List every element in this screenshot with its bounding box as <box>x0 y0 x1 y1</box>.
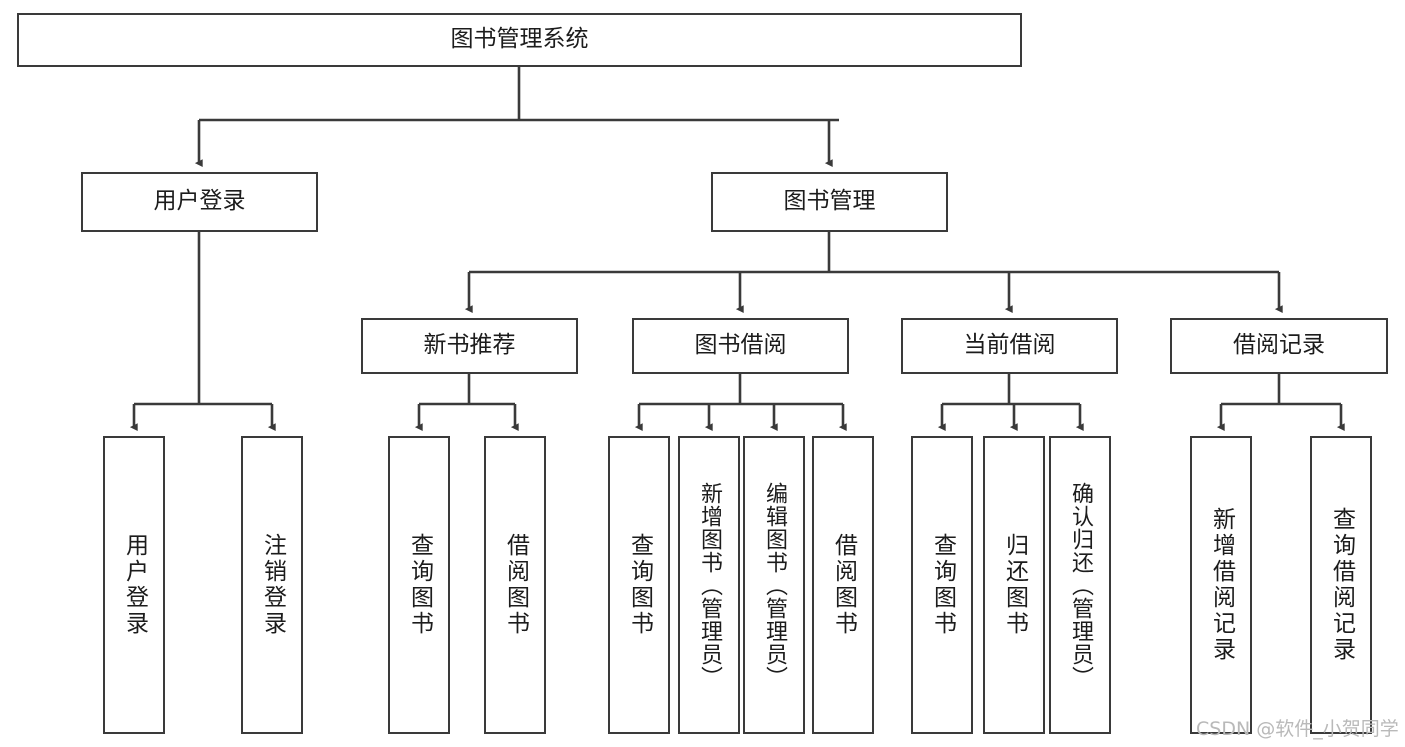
leaf-edit-book[interactable]: 编辑图书（管理员） <box>743 436 805 734</box>
leaf-query-book-rec-label: 查询图书 <box>406 533 433 637</box>
node-root[interactable]: 图书管理系统 <box>17 13 1022 67</box>
leaf-query-book-borrow[interactable]: 查询图书 <box>608 436 670 734</box>
node-borrow-record-label: 借阅记录 <box>1233 332 1325 359</box>
leaf-query-book-borrow-label: 查询图书 <box>626 533 653 637</box>
node-user-login[interactable]: 用户登录 <box>81 172 318 232</box>
leaf-logout-label: 注销登录 <box>259 533 286 637</box>
leaf-return-book-label: 归还图书 <box>1001 533 1028 637</box>
leaf-logout[interactable]: 注销登录 <box>241 436 303 734</box>
node-user-login-label: 用户登录 <box>153 188 246 215</box>
node-root-label: 图书管理系统 <box>450 26 589 53</box>
leaf-borrow-book-rec-label: 借阅图书 <box>502 533 529 637</box>
leaf-query-record[interactable]: 查询借阅记录 <box>1310 436 1372 734</box>
leaf-edit-book-label: 编辑图书（管理员） <box>762 481 787 689</box>
node-book-borrow-label: 图书借阅 <box>694 332 787 359</box>
leaf-add-record[interactable]: 新增借阅记录 <box>1190 436 1252 734</box>
csdn-watermark: CSDN @软件_小贺同学 <box>1196 718 1399 740</box>
leaf-query-book-rec[interactable]: 查询图书 <box>388 436 450 734</box>
leaf-add-book[interactable]: 新增图书（管理员） <box>678 436 740 734</box>
leaf-query-record-label: 查询借阅记录 <box>1328 507 1355 663</box>
leaf-user-login-label: 用户登录 <box>121 533 148 637</box>
node-new-book-rec[interactable]: 新书推荐 <box>361 318 578 374</box>
node-current-borrow[interactable]: 当前借阅 <box>901 318 1118 374</box>
leaf-borrow-book[interactable]: 借阅图书 <box>812 436 874 734</box>
node-book-borrow[interactable]: 图书借阅 <box>632 318 849 374</box>
leaf-query-book-cur[interactable]: 查询图书 <box>911 436 973 734</box>
leaf-return-book[interactable]: 归还图书 <box>983 436 1045 734</box>
leaf-user-login[interactable]: 用户登录 <box>103 436 165 734</box>
node-current-borrow-label: 当前借阅 <box>963 332 1056 359</box>
leaf-confirm-return[interactable]: 确认归还（管理员） <box>1049 436 1111 734</box>
node-book-manage-label: 图书管理 <box>783 188 876 215</box>
leaf-add-record-label: 新增借阅记录 <box>1208 507 1235 663</box>
leaf-borrow-book-label: 借阅图书 <box>830 533 857 637</box>
node-borrow-record[interactable]: 借阅记录 <box>1170 318 1388 374</box>
node-book-manage[interactable]: 图书管理 <box>711 172 948 232</box>
leaf-confirm-return-label: 确认归还（管理员） <box>1068 481 1093 689</box>
leaf-add-book-label: 新增图书（管理员） <box>697 481 722 689</box>
node-new-book-rec-label: 新书推荐 <box>423 332 516 359</box>
leaf-query-book-cur-label: 查询图书 <box>929 533 956 637</box>
leaf-borrow-book-rec[interactable]: 借阅图书 <box>484 436 546 734</box>
